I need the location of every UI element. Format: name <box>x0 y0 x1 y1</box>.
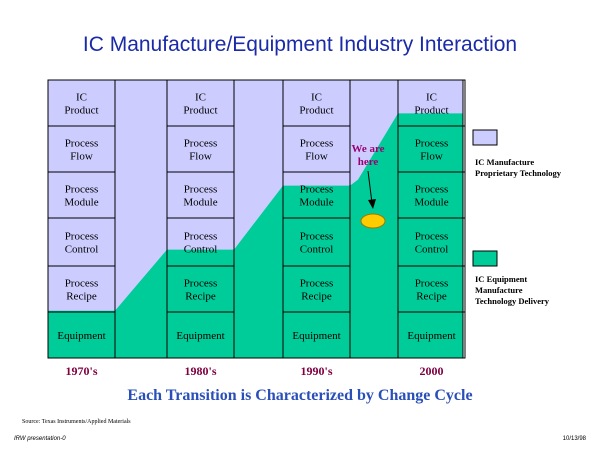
cell-label: Recipe <box>185 291 216 303</box>
cell-label: Process <box>300 231 334 243</box>
cell-label: Process <box>415 184 449 196</box>
annotation-arrow-line <box>367 170 373 204</box>
era-column-3: ICProductProcessFlowProcessModuleProcess… <box>397 79 466 378</box>
cell-label: Process <box>300 278 334 290</box>
cell-label: Process <box>415 138 449 150</box>
cell-label: Control <box>300 244 334 256</box>
annotation-line-1: We are <box>351 143 384 155</box>
cell-label: Module <box>183 197 217 209</box>
era-label: 2000 <box>420 364 444 378</box>
legend-label: Manufacture <box>475 285 523 295</box>
era-label: 1980's <box>184 364 216 378</box>
cell-label: Process <box>65 138 99 150</box>
legend-label: Proprietary Technology <box>475 168 562 178</box>
cell-label: Equipment <box>176 330 224 342</box>
cell-label: Module <box>64 197 98 209</box>
annotation-arrowhead-icon <box>368 199 376 209</box>
legend-label: Technology Delivery <box>475 296 550 306</box>
cell-label: Product <box>64 105 98 117</box>
era-label: 1970's <box>65 364 97 378</box>
cell-label: Control <box>184 244 218 256</box>
legend-label: IC Manufacture <box>475 157 534 167</box>
footer-left: IRW presentation-0 <box>14 436 66 442</box>
cell-label: Control <box>415 244 449 256</box>
cell-label: Control <box>65 244 99 256</box>
cell-label: Process <box>300 184 334 196</box>
cell-label: IC <box>426 92 437 104</box>
cell-label: Product <box>299 105 333 117</box>
cell-label: Process <box>300 138 334 150</box>
cell-label: Process <box>184 138 218 150</box>
cell-label: Module <box>414 197 448 209</box>
page-title: IC Manufacture/Equipment Industry Intera… <box>82 33 518 56</box>
cell-label: Process <box>65 278 99 290</box>
cell-label: Equipment <box>292 330 340 342</box>
cell-label: IC <box>76 92 87 104</box>
cell-label: Process <box>65 184 99 196</box>
cell-label: Module <box>299 197 333 209</box>
cell-label: Product <box>414 105 448 117</box>
era-column-1: ICProductProcessFlowProcessModuleProcess… <box>166 79 235 378</box>
cell-label: Flow <box>305 151 328 163</box>
cell-label: Process <box>415 231 449 243</box>
panel-border <box>47 79 464 359</box>
position-marker <box>360 213 386 229</box>
cell-label: Process <box>65 231 99 243</box>
cell-label: Recipe <box>66 291 97 303</box>
cell-label: Flow <box>189 151 212 163</box>
cell-label: Equipment <box>57 330 105 342</box>
footer-date: 10/13/98 <box>562 436 586 442</box>
cell-label: Flow <box>420 151 443 163</box>
annotation-line-2: here <box>358 156 379 168</box>
era-column-0: ICProductProcessFlowProcessModuleProcess… <box>47 79 116 378</box>
cell-label: IC <box>311 92 322 104</box>
cell-label: Product <box>183 105 217 117</box>
cell-label: Process <box>184 278 218 290</box>
source-note: Source: Texas Instruments/Applied Materi… <box>22 419 131 425</box>
cell-label: Recipe <box>301 291 332 303</box>
legend-swatch <box>472 129 498 146</box>
cell-label: Process <box>184 231 218 243</box>
era-label: 1990's <box>300 364 332 378</box>
cell-label: Equipment <box>407 330 455 342</box>
cell-label: IC <box>195 92 206 104</box>
cell-label: Flow <box>70 151 93 163</box>
legend-label: IC Equipment <box>475 274 527 284</box>
cell-label: Process <box>415 278 449 290</box>
legend-swatch <box>472 250 498 267</box>
delivery-region <box>48 113 463 358</box>
cell-label: Process <box>184 184 218 196</box>
cell-label: Recipe <box>416 291 447 303</box>
era-column-2: ICProductProcessFlowProcessModuleProcess… <box>282 79 351 378</box>
subtitle: Each Transition is Characterized by Chan… <box>127 387 473 404</box>
